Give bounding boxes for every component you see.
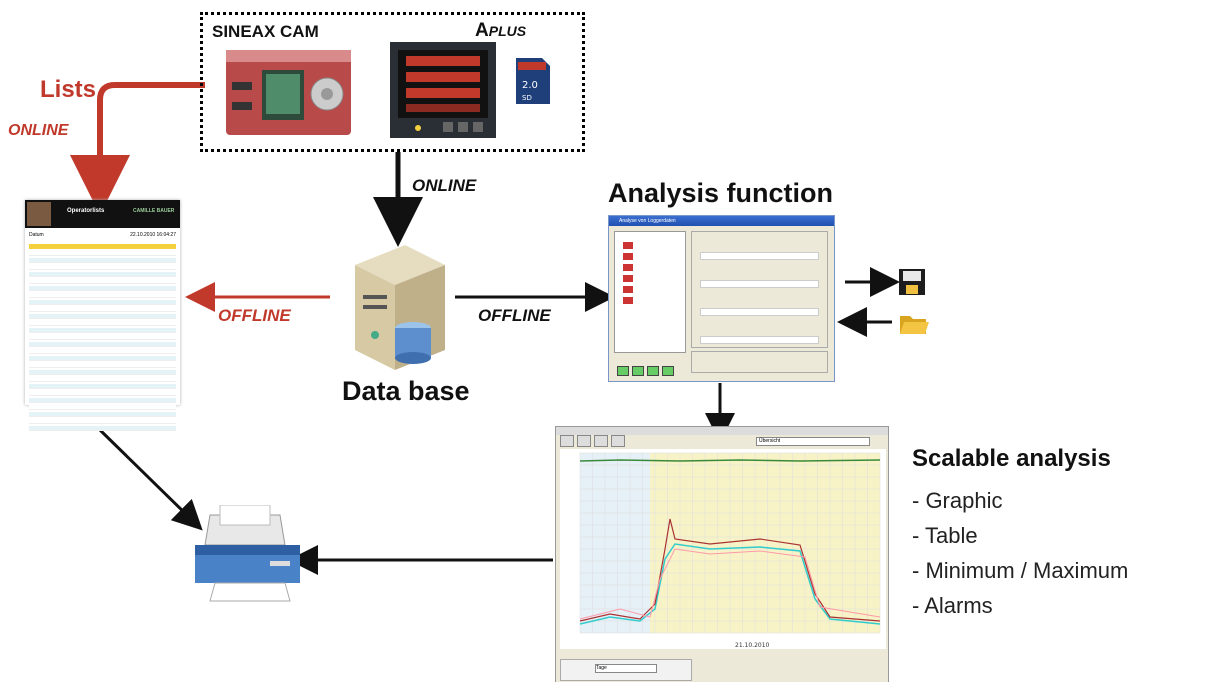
toolbar-button[interactable] <box>560 435 574 447</box>
aplus-device <box>390 42 496 138</box>
report-row <box>29 370 176 375</box>
save-icon[interactable] <box>898 268 926 296</box>
chart-view-select[interactable]: Übersicht <box>756 437 870 446</box>
report-row <box>29 391 176 396</box>
logger-item[interactable] <box>623 264 633 271</box>
chart-xlabel: 21.10.2010 <box>735 642 770 649</box>
sineax-cam-device <box>226 50 351 135</box>
report-row <box>29 412 176 417</box>
open-folder-icon[interactable] <box>898 308 930 336</box>
logger-item[interactable] <box>623 253 633 260</box>
sd-card-icon: 2.0 SD <box>516 58 550 104</box>
sineax-label: SINEAX CAM <box>212 22 319 41</box>
current-trace-cyan <box>579 543 881 625</box>
lists-online-label: ONLINE <box>8 122 69 139</box>
toolbar-button[interactable] <box>611 435 625 447</box>
add-button[interactable] <box>617 366 629 376</box>
list-printer-arrow <box>98 428 203 531</box>
toolbar-button[interactable] <box>594 435 608 447</box>
feature-min-max: - Minimum / Maximum <box>912 558 1129 583</box>
devices-box <box>200 12 585 152</box>
report-table <box>29 251 176 431</box>
svg-text:2.0: 2.0 <box>522 80 538 91</box>
logger-item[interactable] <box>623 242 633 249</box>
report-row <box>29 398 176 403</box>
chart-plot: 21.10.2010 <box>560 449 886 649</box>
report-row <box>29 272 176 277</box>
report-row <box>29 321 176 326</box>
chart-grid <box>579 452 881 634</box>
parameter-panel <box>691 231 828 348</box>
report-header: Operatorlists CAMILLE BAUER <box>25 200 180 228</box>
printer-icon <box>195 505 300 602</box>
current-trace-pink <box>579 548 881 620</box>
voltage-line <box>579 459 881 462</box>
next-button[interactable] <box>662 366 674 376</box>
list-buttons <box>617 366 674 376</box>
prev-button[interactable] <box>647 366 659 376</box>
current-trace-red <box>579 518 881 622</box>
report-row <box>29 251 176 256</box>
report-row <box>29 377 176 382</box>
feature-alarms: - Alarms <box>912 593 993 618</box>
lists-title: Lists <box>40 76 97 103</box>
report-row <box>29 328 176 333</box>
online-lists-arrow <box>70 82 205 215</box>
chart-toolbar <box>560 435 625 447</box>
report-row <box>29 419 176 424</box>
logger-item[interactable] <box>623 297 633 304</box>
report-row <box>29 426 176 431</box>
analysis-window-titlebar: Analyse von Loggerdaten <box>609 216 834 226</box>
feature-table: - Table <box>912 523 978 548</box>
analysis-window: Analyse von Loggerdaten <box>608 215 835 382</box>
report-row <box>29 279 176 284</box>
report-header-title: Operatorlists <box>67 208 105 214</box>
chart-window: Übersicht 21.10.2010 Tage <box>555 426 889 682</box>
report-row <box>29 384 176 389</box>
offline-list-label: OFFLINE <box>218 306 291 325</box>
report-row <box>29 363 176 368</box>
report-brand: CAMILLE BAUER <box>133 208 175 214</box>
report-row <box>29 286 176 291</box>
logger-item[interactable] <box>623 275 633 282</box>
report-row <box>29 314 176 319</box>
database-label: Data base <box>342 376 470 406</box>
logger-list[interactable] <box>614 231 686 353</box>
database-server-icon <box>355 245 445 370</box>
report-photo <box>27 202 51 226</box>
feature-graphic: - Graphic <box>912 488 1003 513</box>
chart-navigation: Tage <box>560 659 692 681</box>
report-row <box>29 307 176 312</box>
logger-items <box>623 242 685 304</box>
scalable-title: Scalable analysis <box>912 445 1111 472</box>
report-row <box>29 342 176 347</box>
report-row <box>29 258 176 263</box>
offline-analysis-label: OFFLINE <box>478 306 551 325</box>
chart-tabs <box>556 427 888 435</box>
report-row <box>29 265 176 270</box>
online-db-label: ONLINE <box>412 176 477 195</box>
report-row <box>29 293 176 298</box>
logger-item[interactable] <box>623 286 633 293</box>
date-range-panel <box>691 351 828 373</box>
report-row <box>29 356 176 361</box>
chart-page-select[interactable]: Tage <box>595 664 657 673</box>
remove-button[interactable] <box>632 366 644 376</box>
report-row <box>29 300 176 305</box>
report-row <box>29 349 176 354</box>
report-row <box>29 405 176 410</box>
aplus-label: APLUS <box>475 20 527 41</box>
svg-text:SD: SD <box>522 94 532 102</box>
toolbar-button[interactable] <box>577 435 591 447</box>
analysis-title: Analysis function <box>608 178 834 208</box>
report-row <box>29 335 176 340</box>
scalable-feature-list: - Graphic - Table - Minimum / Maximum - … <box>912 483 1128 623</box>
report-table-header <box>29 244 176 249</box>
